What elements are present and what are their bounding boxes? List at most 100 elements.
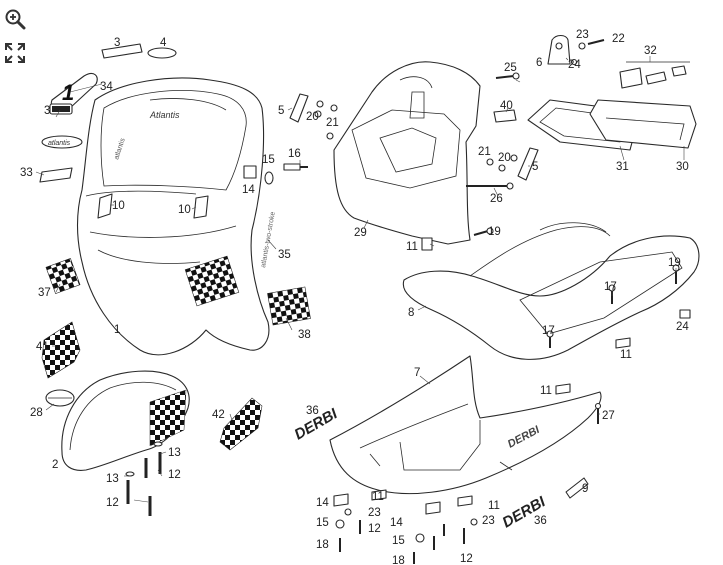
hardware-bottom-right[interactable] xyxy=(413,495,478,564)
callout-label[interactable]: 11 xyxy=(372,491,384,503)
callout-label[interactable]: 19 xyxy=(488,226,501,238)
callout-label[interactable]: 35 xyxy=(278,249,291,261)
hardware-bottom-left[interactable] xyxy=(333,489,387,552)
callout-label[interactable]: 15 xyxy=(392,535,405,547)
zoom-in-button[interactable] xyxy=(2,6,28,32)
callout-label[interactable]: 26 xyxy=(490,193,503,205)
callout-label[interactable]: 3 xyxy=(44,105,50,117)
callout-label[interactable]: 24 xyxy=(676,321,689,333)
callout-label[interactable]: 12 xyxy=(106,497,119,509)
callout-label[interactable]: 6 xyxy=(536,57,542,69)
callout-label[interactable]: 13 xyxy=(106,473,119,485)
leg-shield-inner-part[interactable] xyxy=(333,61,481,245)
callout-label[interactable]: 21 xyxy=(326,117,339,129)
front-shield-part[interactable]: Atlantis atlantis xyxy=(77,77,270,356)
lock-assembly-32[interactable] xyxy=(619,61,690,89)
callout-label[interactable]: 4 xyxy=(160,37,167,49)
callout-label[interactable]: 37 xyxy=(38,287,51,299)
decal-37[interactable] xyxy=(45,258,81,294)
callout-label[interactable]: 24 xyxy=(568,59,581,71)
callout-label[interactable]: 5 xyxy=(278,105,284,117)
callout-label[interactable]: 10 xyxy=(112,200,125,212)
rod-26[interactable] xyxy=(466,182,514,190)
decal-41[interactable] xyxy=(41,321,81,379)
decal-38[interactable] xyxy=(267,286,311,326)
callout-label[interactable]: 12 xyxy=(368,523,381,535)
callout-label[interactable]: 32 xyxy=(644,45,657,57)
decal-28[interactable] xyxy=(45,389,75,407)
callout-label[interactable]: 40 xyxy=(500,100,513,112)
fasteners-22-23-24[interactable] xyxy=(570,39,605,66)
decal-3-top[interactable] xyxy=(101,43,143,59)
callout-label[interactable]: 19 xyxy=(668,257,681,269)
decal-atlantis-oval[interactable]: atlantis xyxy=(41,135,83,149)
front-mudguard-part[interactable] xyxy=(61,370,190,471)
callout-label[interactable]: 2 xyxy=(52,459,58,471)
screw-27[interactable] xyxy=(594,402,602,425)
decal-3-small[interactable] xyxy=(49,103,73,115)
washers-20-21[interactable] xyxy=(314,100,338,140)
callout-label[interactable]: 5 xyxy=(532,161,538,173)
callout-label[interactable]: 23 xyxy=(482,515,495,527)
decal-35-text[interactable]: atlantis-two-stroke xyxy=(260,211,277,268)
decal-33[interactable] xyxy=(39,167,73,183)
callout-label[interactable]: 21 xyxy=(478,146,491,158)
grommet-11-left[interactable] xyxy=(421,237,433,251)
decal-42[interactable] xyxy=(219,397,263,451)
callout-label[interactable]: 11 xyxy=(620,349,632,361)
clip-15-left[interactable] xyxy=(264,171,274,185)
callout-label[interactable]: 1 xyxy=(114,324,120,336)
callout-label[interactable]: 14 xyxy=(316,497,329,509)
callout-label[interactable]: 30 xyxy=(676,161,689,173)
callout-label[interactable]: 3 xyxy=(114,37,120,49)
callout-label[interactable]: 33 xyxy=(20,167,33,179)
screw-group-12-13[interactable] xyxy=(125,441,163,516)
callout-label[interactable]: 22 xyxy=(612,33,625,45)
washers-20-21-right[interactable] xyxy=(486,154,518,172)
callout-label[interactable]: 42 xyxy=(212,409,225,421)
clip-11-mid[interactable] xyxy=(555,383,571,395)
callout-label[interactable]: 11 xyxy=(406,241,418,253)
callout-label[interactable]: 20 xyxy=(498,152,511,164)
clip-11-right[interactable] xyxy=(615,337,631,349)
callout-label[interactable]: 36 xyxy=(534,515,547,527)
callout-label[interactable]: 14 xyxy=(242,184,255,196)
callout-label[interactable]: 20 xyxy=(306,111,319,123)
glovebox-lid-30[interactable] xyxy=(589,99,697,149)
decal-4-top[interactable] xyxy=(147,47,177,59)
callout-label[interactable]: 13 xyxy=(168,447,181,459)
callout-label[interactable]: 15 xyxy=(316,517,329,529)
nut-24-right[interactable] xyxy=(679,309,691,319)
decal-9[interactable] xyxy=(565,477,589,499)
callout-label[interactable]: 12 xyxy=(168,469,181,481)
callout-label[interactable]: 10 xyxy=(178,204,191,216)
callout-label[interactable]: 17 xyxy=(542,325,555,337)
callout-label[interactable]: 16 xyxy=(288,148,301,160)
callout-label[interactable]: 23 xyxy=(576,29,589,41)
callout-label[interactable]: 38 xyxy=(298,329,311,341)
bolt-17-lower[interactable] xyxy=(546,330,554,348)
bolt-16[interactable] xyxy=(283,163,308,171)
callout-label[interactable]: 36 xyxy=(306,405,319,417)
callout-label[interactable]: 15 xyxy=(262,154,275,166)
inner-panel-10b[interactable] xyxy=(193,195,209,219)
callout-label[interactable]: 11 xyxy=(488,500,500,512)
callout-label[interactable]: 12 xyxy=(460,553,473,565)
callout-label[interactable]: 18 xyxy=(392,555,405,565)
callout-label[interactable]: 34 xyxy=(100,81,113,93)
lower-body-part[interactable]: DERBI xyxy=(329,355,602,495)
callout-label[interactable]: 27 xyxy=(602,410,615,422)
bracket-5-right[interactable] xyxy=(517,147,539,181)
hook-6[interactable] xyxy=(547,34,571,65)
callout-label[interactable]: 7 xyxy=(414,367,420,379)
callout-label[interactable]: 31 xyxy=(616,161,629,173)
callout-label[interactable]: 11 xyxy=(540,385,552,397)
callout-label[interactable]: 18 xyxy=(316,539,329,551)
callout-label[interactable]: 17 xyxy=(604,281,617,293)
inner-panel-10a[interactable] xyxy=(97,193,113,219)
callout-label[interactable]: 8 xyxy=(408,307,414,319)
fastener-14-left[interactable] xyxy=(243,165,257,179)
callout-label[interactable]: 14 xyxy=(390,517,403,529)
callout-label[interactable]: 28 xyxy=(30,407,43,419)
bolt-25[interactable] xyxy=(495,72,520,80)
